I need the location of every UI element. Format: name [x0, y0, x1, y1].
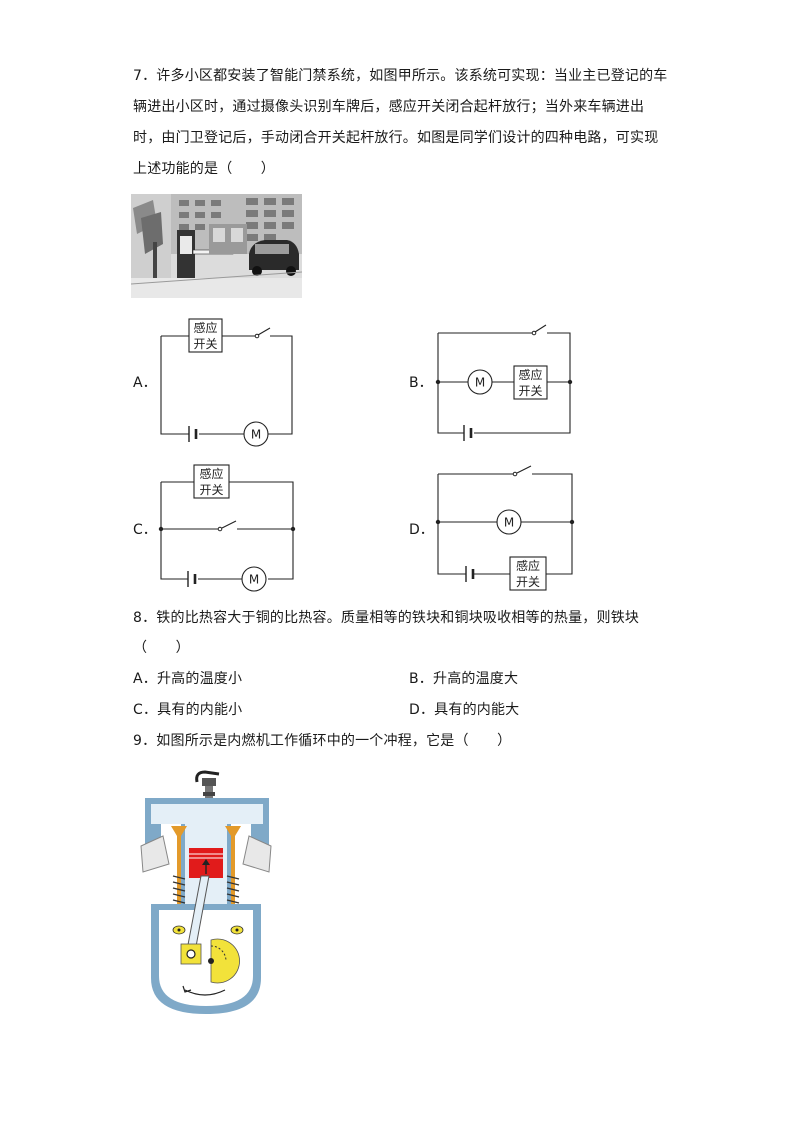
q7-line-3: 时，由门卫登记后，手动闭合开关起杆放行。如图是同学们设计的四种电路，可实现 — [133, 130, 659, 146]
sensor-label-c2: 开关 — [199, 483, 223, 497]
q7-line-4: 上述功能的是（ ） — [133, 161, 275, 177]
motor-a — [243, 421, 269, 447]
sensor-label-b1: 感应 — [518, 367, 542, 382]
circuit-diagrams: 感应 开关 感应 开关 感应 开关 感应 开关 M M M M — [158, 318, 575, 592]
sensor-label-b2: 开关 — [518, 384, 542, 398]
sensor-switch-box-d — [509, 556, 547, 591]
sensor-label-c1: 感应 — [199, 466, 223, 481]
q7-option-d-label: D． — [409, 522, 434, 538]
sensor-switch-box-c — [193, 464, 230, 499]
q7-line-1: 7．许多小区都安装了智能门禁系统，如图甲所示。该系统可实现：当业主已登记的车 — [133, 68, 668, 84]
q7-option-a-label: A． — [133, 375, 157, 391]
motor-c — [241, 566, 267, 592]
q7-option-c-label: C． — [133, 522, 157, 538]
q8-option-a: A．升高的温度小 — [133, 671, 243, 687]
engine-stroke-diagram — [140, 770, 272, 1014]
sensor-switch-box-a — [188, 318, 223, 353]
motor-label-b: M — [475, 376, 485, 390]
sensor-label-d2: 开关 — [516, 575, 540, 589]
q8-option-b: B．升高的温度大 — [409, 671, 519, 687]
q8-option-d: D．具有的内能大 — [409, 702, 520, 718]
sensor-switch-box-b — [513, 365, 548, 400]
sensor-label-d1: 感应 — [516, 558, 540, 573]
motor-b — [467, 369, 493, 395]
gate-photo — [131, 194, 302, 298]
motor-label-a: M — [251, 428, 261, 442]
q8-line-2: （ ） — [133, 640, 190, 656]
sensor-label-a2: 开关 — [193, 337, 217, 351]
q8-line-1: 8．铁的比热容大于铜的比热容。质量相等的铁块和铜块吸收相等的热量，则铁块 — [133, 610, 640, 626]
q8-option-c: C．具有的内能小 — [133, 702, 243, 718]
q7-line-2: 辆进出小区时，通过摄像头识别车牌后，感应开关闭合起杆放行；当外来车辆进出 — [133, 99, 645, 115]
q7-option-b-label: B． — [409, 375, 433, 391]
motor-label-d: M — [504, 516, 514, 530]
q9-line-1: 9．如图所示是内燃机工作循环中的一个冲程，它是（ ） — [133, 733, 512, 749]
motor-label-c: M — [249, 573, 259, 587]
sensor-label-a1: 感应 — [193, 320, 217, 335]
motor-d — [496, 509, 522, 535]
